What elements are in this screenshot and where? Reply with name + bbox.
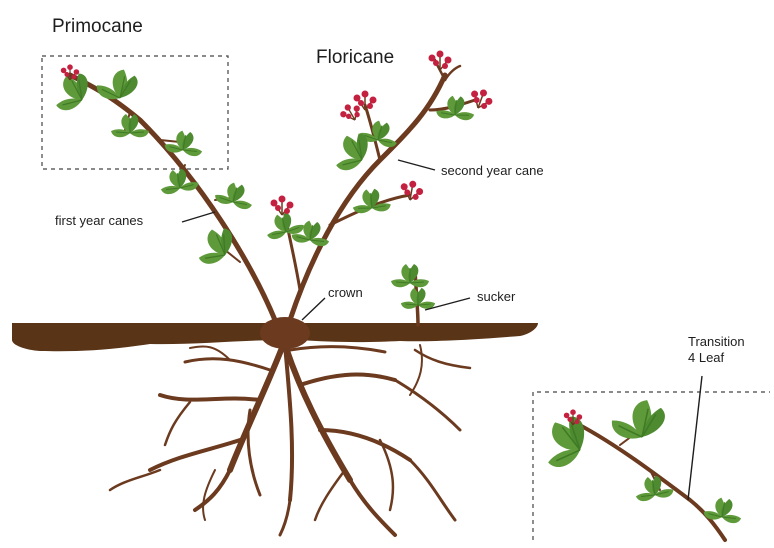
leader-second-year: [398, 160, 435, 170]
canes: [70, 60, 725, 540]
transition-line2: 4 Leaf: [688, 350, 745, 366]
transition-line1: Transition: [688, 334, 745, 350]
crown-label: crown: [328, 286, 363, 299]
leader-crown: [302, 298, 325, 320]
crown-shape: [260, 317, 310, 349]
transition-leaves: [533, 391, 744, 524]
root-system: [110, 340, 470, 535]
leader-transition: [688, 376, 702, 500]
floricane-label: Floricane: [316, 48, 394, 67]
sucker-label: sucker: [477, 290, 515, 303]
primocane-label: Primocane: [52, 17, 143, 36]
second-year-cane-label: second year cane: [441, 164, 544, 177]
primocane-leaves: [48, 63, 256, 267]
sucker-leaves: [391, 264, 435, 309]
leader-first-year: [182, 212, 215, 222]
transition-label: Transition 4 Leaf: [688, 334, 745, 367]
first-year-canes-label: first year canes: [55, 214, 143, 227]
